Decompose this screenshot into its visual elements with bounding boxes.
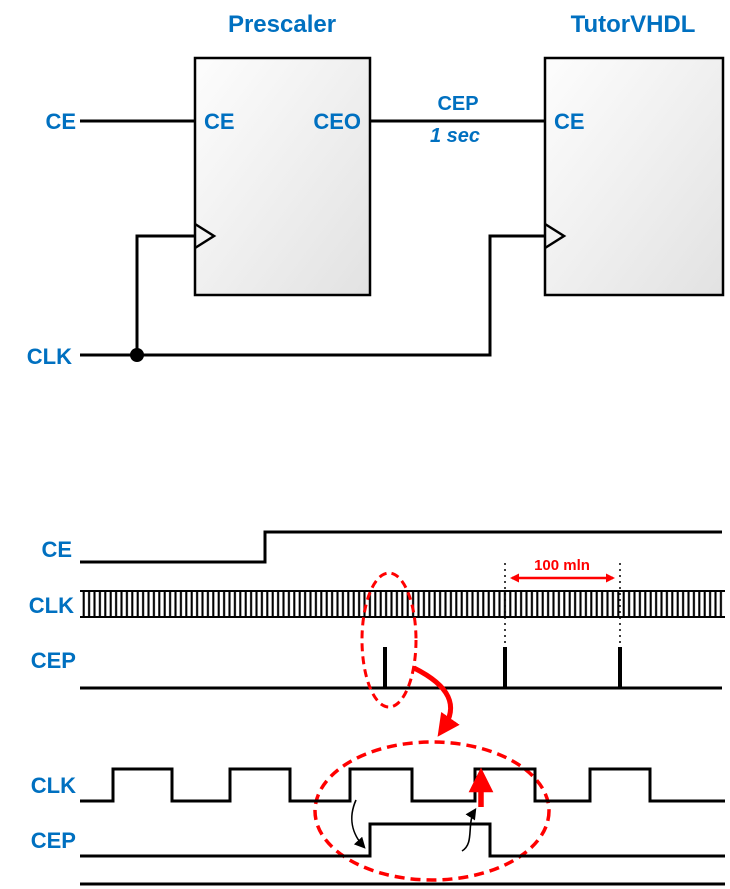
cep-wire-period-label: 1 sec — [430, 125, 480, 147]
wire-clk-branch — [135, 234, 195, 355]
prescaler-block — [193, 56, 372, 297]
tutorvhdl-port-ce: CE — [554, 109, 585, 134]
tutorvhdl-clock-triangle-icon — [544, 222, 567, 250]
timing-cep-label: CEP — [31, 648, 76, 673]
cause-arrow-cep-to-clk-icon — [461, 807, 477, 852]
zoom-callout-arrow-icon — [412, 665, 460, 737]
timing-clk-label: CLK — [29, 593, 74, 618]
ce-input-label: CE — [45, 109, 76, 134]
prescaler-title: Prescaler — [228, 11, 336, 38]
interval-annotation: 100 mln — [534, 557, 590, 574]
wire-clk-main — [80, 234, 545, 357]
zoom-source-ellipse — [360, 571, 418, 709]
zoom-target-ellipse — [313, 740, 551, 882]
prescaler-clock-triangle-icon — [194, 222, 217, 250]
zoom-cep-label: CEP — [31, 828, 76, 853]
zoom-clk-wave — [80, 767, 725, 803]
timing-ce-wave — [80, 530, 722, 564]
timing-clk-wave-rails — [80, 590, 725, 618]
cep-wire-label: CEP — [437, 93, 478, 115]
prescaler-port-ce: CE — [204, 109, 235, 134]
zoom-cep-wave — [80, 822, 725, 858]
prescaler-port-ceo: CEO — [313, 109, 361, 134]
zoom-clk-label: CLK — [31, 773, 76, 798]
tutorvhdl-title: TutorVHDL — [571, 11, 696, 38]
cause-arrow-clk-to-cep-icon — [351, 799, 366, 849]
tutorvhdl-block — [543, 56, 725, 297]
timing-clk-wave-comb — [80, 590, 725, 618]
clk-junction-dot — [130, 348, 144, 362]
timing-ce-label: CE — [41, 537, 72, 562]
clk-input-label: CLK — [27, 344, 72, 369]
